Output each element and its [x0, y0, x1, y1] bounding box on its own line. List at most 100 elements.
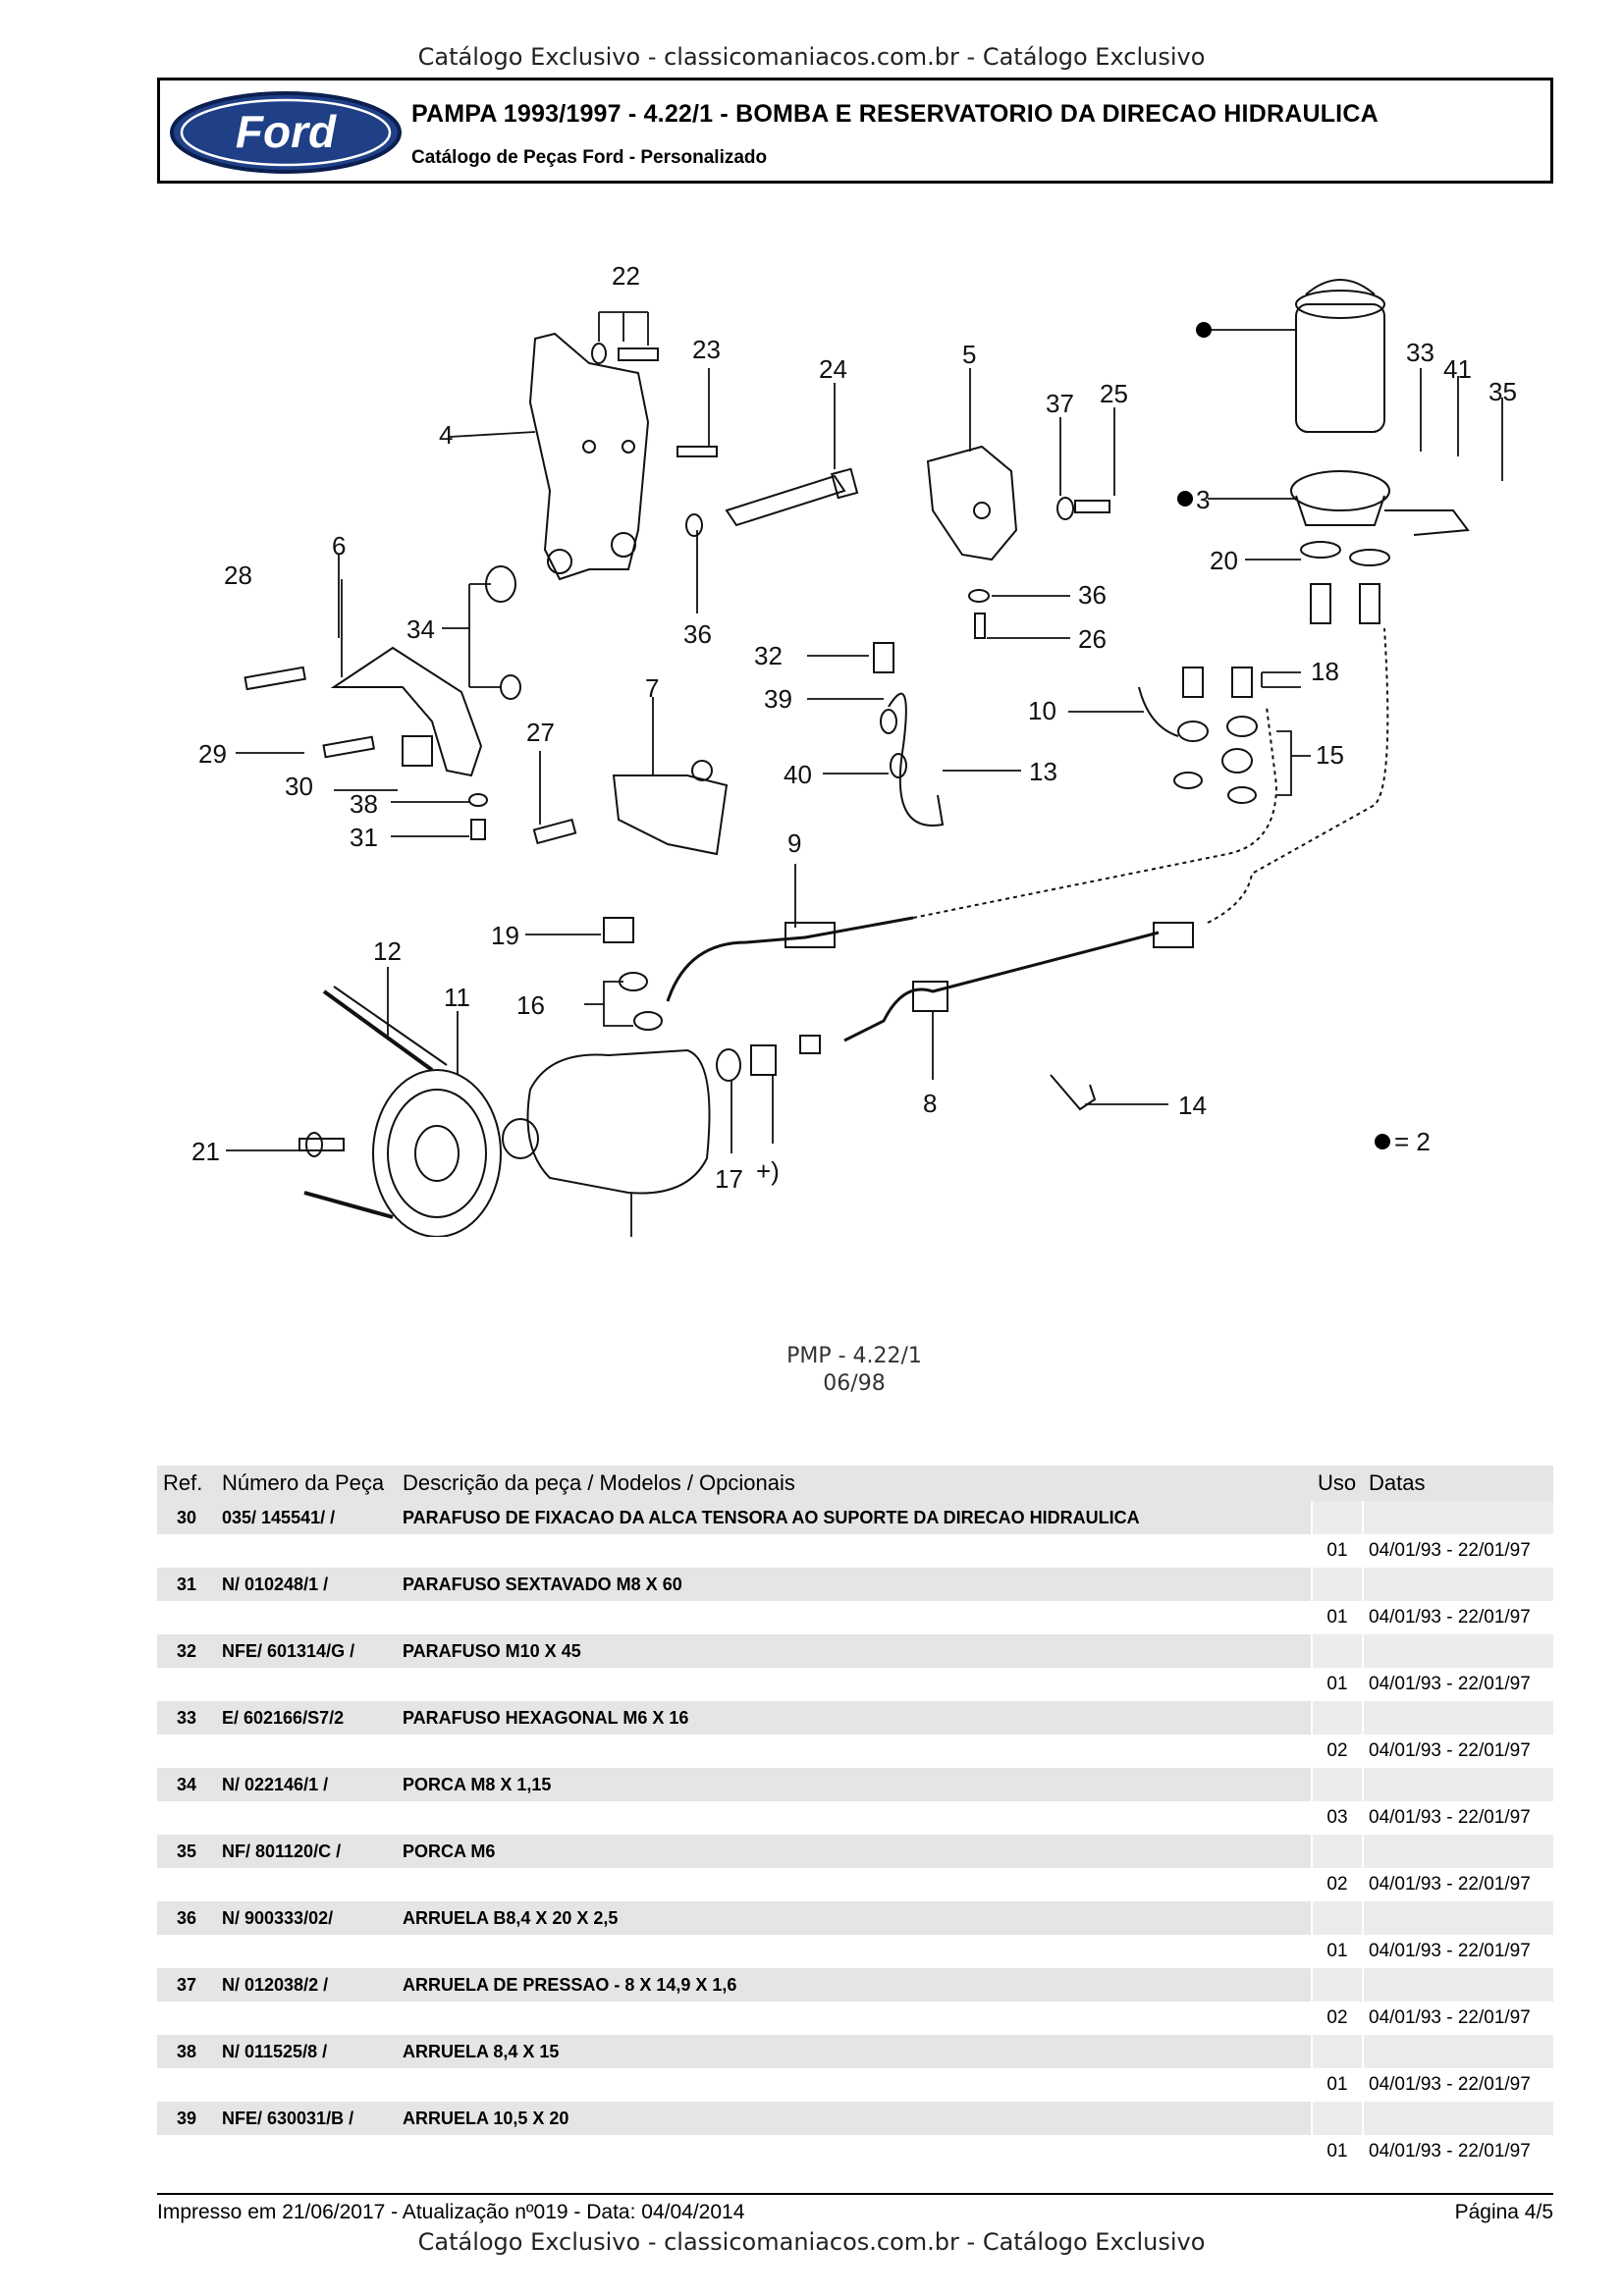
table-header-row: Ref. Número da Peça Descrição da peça / …: [157, 1466, 1553, 1501]
callout-37: 37: [1046, 389, 1074, 418]
cell-blank: [1362, 2102, 1553, 2135]
callout-21: 21: [191, 1137, 220, 1166]
callout-35: 35: [1488, 377, 1517, 406]
cell-uso: 01: [1326, 2141, 1348, 2162]
bracket-part-7: [612, 774, 729, 856]
table-subrow: 02 04/01/93 - 22/01/97: [157, 1735, 1553, 1768]
cell-dates: 04/01/93 - 22/01/97: [1369, 2141, 1531, 2162]
caption-date: 06/98: [823, 1371, 886, 1396]
tensor-part-6: [330, 646, 483, 777]
table-subrow: 01 04/01/93 - 22/01/97: [157, 1534, 1553, 1568]
cell-blank: [1311, 1835, 1363, 1868]
cell-blank: [1362, 1568, 1553, 1601]
cell-uso: 02: [1326, 1740, 1348, 1761]
cell-blank: [1311, 2035, 1363, 2068]
cell-uso: 01: [1326, 1941, 1348, 1961]
cell-part-number: NF/ 801120/C /: [216, 1835, 397, 1868]
cell-dates: 04/01/93 - 22/01/97: [1369, 1874, 1531, 1895]
callout-8: 8: [923, 1089, 937, 1118]
header-ref: Ref.: [157, 1466, 216, 1501]
header-part-number: Número da Peça: [216, 1466, 397, 1501]
pulley-part-11: [372, 1069, 502, 1237]
callout-25: 25: [1100, 379, 1128, 408]
cell-blank: [1362, 1768, 1553, 1801]
callout-38: 38: [350, 789, 378, 819]
cell-part-number: E/ 602166/S7/2: [216, 1701, 397, 1735]
caption-code: PMP - 4.22/1: [786, 1344, 922, 1368]
callout-20: 20: [1210, 546, 1238, 575]
cell-part-number: 035/ 145541/ /: [216, 1501, 397, 1534]
cell-uso: 01: [1326, 1540, 1348, 1561]
cell-ref: 34: [157, 1768, 216, 1801]
cell-description: ARRUELA 10,5 X 20: [397, 2102, 1312, 2135]
header-uso: Uso: [1312, 1466, 1363, 1501]
cell-part-number: N/ 010248/1 /: [216, 1568, 397, 1601]
exploded-diagram: 22 23 24 4 5 37 25 33 41 35 3 20 36 26 6…: [191, 261, 1517, 1237]
cell-dates: 04/01/93 - 22/01/97: [1369, 1941, 1531, 1961]
pump-part-1: [526, 1048, 711, 1195]
cell-ref: 36: [157, 1901, 216, 1935]
callout-41: 41: [1443, 354, 1472, 384]
cell-dates: 04/01/93 - 22/01/97: [1369, 1740, 1531, 1761]
callout-13: 13: [1029, 757, 1057, 786]
cell-dates: 04/01/93 - 22/01/97: [1369, 1607, 1531, 1628]
callout-40: 40: [784, 760, 812, 789]
cell-ref: 35: [157, 1835, 216, 1868]
callout-19: 19: [491, 921, 519, 950]
bottom-banner: Catálogo Exclusivo - classicomaniacos.co…: [417, 2228, 1206, 2256]
cell-blank: [1311, 1634, 1363, 1668]
cell-description: PORCA M6: [397, 1835, 1312, 1868]
bullet-icon: [1177, 491, 1193, 507]
cell-blank: [1362, 1835, 1553, 1868]
cell-uso: 02: [1326, 2007, 1348, 2028]
cell-uso: 01: [1326, 1674, 1348, 1694]
callout-39: 39: [764, 684, 792, 714]
parts-table: Ref. Número da Peça Descrição da peça / …: [157, 1466, 1553, 2168]
header-box: Ford PAMPA 1993/1997 - 4.22/1 - BOMBA E …: [157, 78, 1553, 184]
cell-blank: [1362, 2035, 1553, 2068]
callout-5: 5: [962, 340, 976, 369]
callout-24: 24: [819, 354, 847, 384]
cell-ref: 33: [157, 1701, 216, 1735]
callout-9: 9: [787, 828, 801, 858]
cell-uso: 01: [1326, 2074, 1348, 2095]
bullet-icon: [1375, 1134, 1390, 1149]
callout-36a: 36: [1078, 580, 1107, 610]
callout-31: 31: [350, 823, 378, 852]
cell-ref: 32: [157, 1634, 216, 1668]
cell-description: ARRUELA 8,4 X 15: [397, 2035, 1312, 2068]
ford-logo-text: Ford: [236, 106, 337, 157]
callout-34: 34: [406, 614, 435, 644]
callout-6: 6: [332, 531, 346, 561]
cell-description: PORCA M8 X 1,15: [397, 1768, 1312, 1801]
cell-part-number: N/ 022146/1 /: [216, 1768, 397, 1801]
header-dates: Datas: [1363, 1466, 1553, 1501]
bracket-part-5: [926, 445, 1018, 561]
callout-22: 22: [612, 261, 640, 291]
callout-32: 32: [754, 641, 783, 670]
cell-dates: 04/01/93 - 22/01/97: [1369, 2007, 1531, 2028]
callout-23: 23: [692, 335, 721, 364]
table-subrow: 02 04/01/93 - 22/01/97: [157, 2002, 1553, 2035]
cell-uso: 03: [1326, 1807, 1348, 1828]
page-subtitle: Catálogo de Peças Ford - Personalizado: [411, 147, 768, 168]
callout-legend: = 2: [1394, 1127, 1431, 1156]
cell-ref: 39: [157, 2102, 216, 2135]
diagram-caption: PMP - 4.22/1 06/98: [746, 1343, 962, 1398]
cell-part-number: N/ 900333/02/: [216, 1901, 397, 1935]
callout-3: 3: [1196, 485, 1210, 514]
cell-dates: 04/01/93 - 22/01/97: [1369, 1674, 1531, 1694]
cell-dates: 04/01/93 - 22/01/97: [1369, 1807, 1531, 1828]
cell-description: PARAFUSO HEXAGONAL M6 X 16: [397, 1701, 1312, 1735]
cell-part-number: N/ 011525/8 /: [216, 2035, 397, 2068]
callout-10: 10: [1028, 696, 1056, 725]
callout-11: 11: [444, 983, 470, 1012]
callout-7: 7: [645, 673, 659, 703]
cell-dates: 04/01/93 - 22/01/97: [1369, 1540, 1531, 1561]
